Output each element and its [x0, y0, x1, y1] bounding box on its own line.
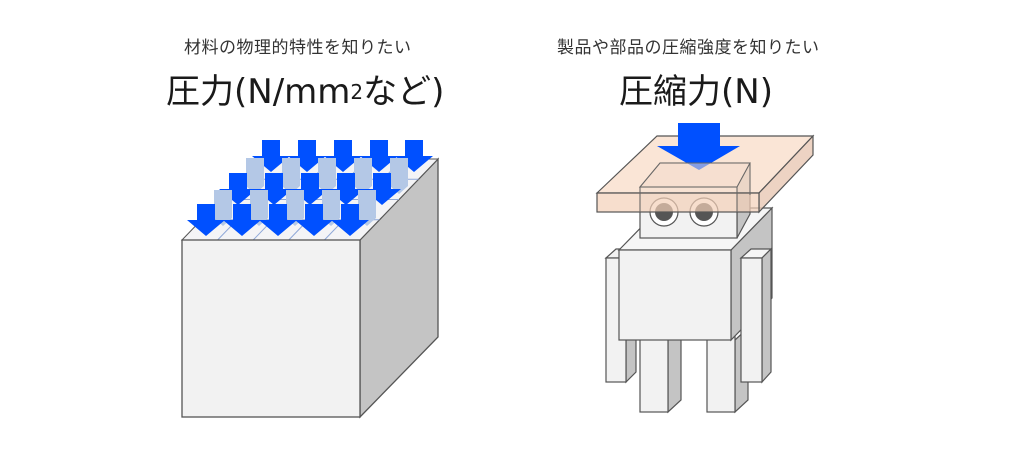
left-panel: 材料の物理的特性を知りたい 圧力(N/mm2など)	[166, 38, 444, 113]
right-panel: 製品や部品の圧縮強度を知りたい 圧縮力(N)	[512, 0, 1024, 461]
right-title: 圧縮力(N)	[619, 72, 773, 112]
robot-head-overlay	[638, 162, 751, 212]
arrow-down-icon	[657, 123, 740, 170]
left-title: 圧力(N/mm2など)	[166, 64, 444, 113]
left-title-superscript: 2	[350, 80, 364, 104]
right-subtitle: 製品や部品の圧縮強度を知りたい	[557, 38, 820, 58]
left-subtitle: 材料の物理的特性を知りたい	[184, 38, 412, 58]
cube	[180, 140, 440, 419]
cube-front-face	[181, 239, 361, 418]
robot-right-arm	[739, 247, 773, 384]
plate-front	[596, 192, 760, 213]
robot-left-leg	[639, 326, 682, 414]
left-title-main: 圧力(N/mm	[166, 72, 351, 112]
left-title-tail: など)	[363, 72, 445, 112]
